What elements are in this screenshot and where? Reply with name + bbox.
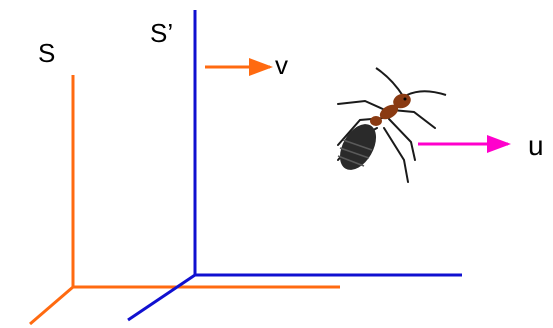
frame-s-prime-depth-axis [127, 273, 196, 322]
frame-s-axes [29, 75, 340, 326]
velocity-u-label: u [528, 130, 544, 161]
ant-icon [337, 67, 447, 183]
velocity-v-label: v [275, 50, 288, 80]
frame-s-prime-axes [127, 10, 462, 322]
frame-s-prime-label: S’ [150, 18, 174, 48]
frame-s-label: S [38, 38, 56, 68]
frame-s-depth-axis [29, 285, 74, 326]
